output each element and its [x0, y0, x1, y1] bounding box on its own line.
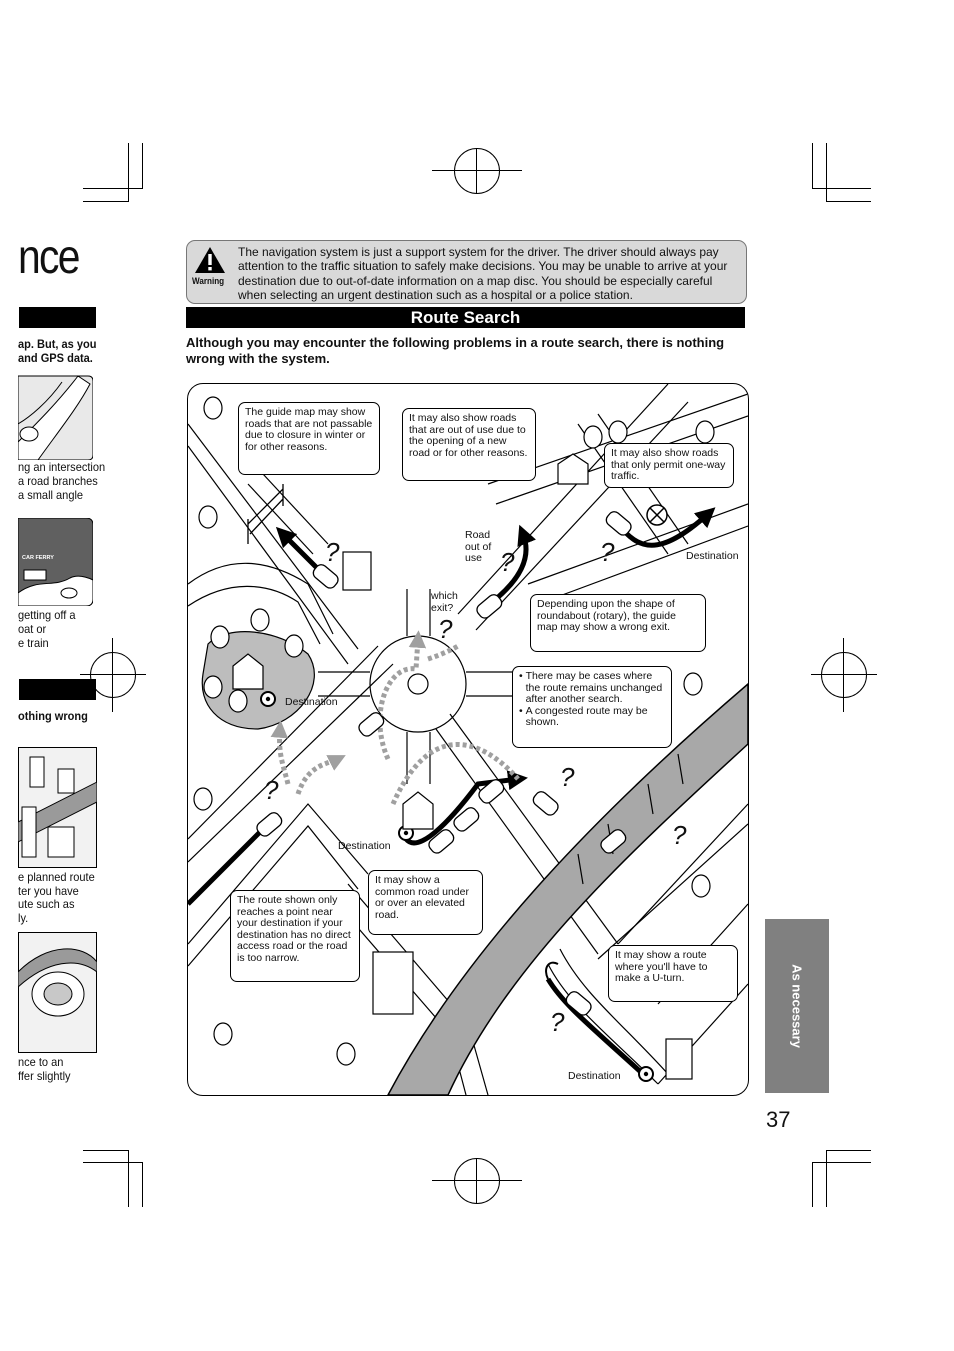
crop-mark [812, 1162, 871, 1163]
road-out-of-use-label: Road out of use [465, 529, 492, 564]
question-mark: ? [500, 547, 515, 577]
question-mark: ? [438, 614, 453, 644]
crop-mark [142, 143, 143, 189]
side-tab[interactable]: As necessary [765, 919, 829, 1093]
bubble-cases: • There may be cases where the route rem… [512, 666, 672, 748]
destination-label: Destination [338, 840, 391, 852]
crop-mark [826, 201, 871, 202]
crop-mark [128, 143, 129, 201]
question-mark: ? [672, 820, 687, 850]
bubble-one-way: It may also show roads that only permit … [604, 443, 734, 488]
question-mark: ? [600, 537, 615, 567]
question-mark: ? [325, 537, 340, 567]
section-bar-fragment [19, 307, 96, 328]
crop-mark [83, 188, 142, 189]
bubble-out-of-use: It may also show roads that are out of u… [402, 408, 536, 481]
map-drawing [188, 384, 748, 1095]
bubble-roundabout: Depending upon the shape of roundabout (… [530, 594, 706, 652]
side-tab-label: As necessary [789, 964, 805, 1048]
bullet: • [519, 670, 526, 682]
ferry-label: CAR FERRY [22, 555, 54, 561]
crop-mark [812, 1162, 813, 1207]
bullet: • [519, 704, 526, 717]
route-search-illustration: The guide map may show roads that are no… [187, 383, 749, 1096]
destination-label: Destination [285, 696, 338, 708]
warning-box [186, 240, 747, 304]
page-number: 37 [766, 1107, 791, 1132]
crop-mark [142, 1162, 143, 1207]
bubble-cases-item: A congested route may be shown. [525, 704, 648, 729]
section-bar-fragment [19, 679, 96, 700]
bubble-elevated: It may show a common road under or over … [368, 870, 483, 935]
illustration-city-blocks [17, 747, 98, 868]
question-mark: ? [560, 762, 575, 792]
destination-label: Destination [568, 1070, 621, 1082]
chapter-title-fragment: nce [18, 231, 80, 284]
crop-mark [812, 188, 871, 189]
bubble-closure: The guide map may show roads that are no… [238, 402, 380, 475]
bubble-cases-item: There may be cases where the route remai… [525, 670, 663, 706]
which-exit-label: which exit? [431, 590, 458, 614]
warning-icon [194, 246, 226, 279]
crop-mark [83, 201, 129, 202]
warning-text: The navigation system is just a support … [238, 245, 728, 302]
left-snippet: othing wrong [18, 709, 88, 723]
illustration-road-branch [17, 372, 94, 461]
crop-mark [812, 143, 813, 189]
crop-mark [826, 143, 827, 201]
illustration-roundabout [17, 932, 98, 1053]
crop-mark [826, 1150, 871, 1151]
crop-mark [83, 1150, 129, 1151]
crop-mark [128, 1150, 129, 1207]
question-mark: ? [264, 775, 279, 805]
warning-label: Warning [192, 276, 225, 286]
registration-mark [432, 1158, 522, 1204]
registration-mark [432, 148, 522, 194]
crop-mark [826, 1150, 827, 1207]
registration-mark [811, 638, 877, 712]
registration-mark [80, 638, 146, 712]
intro-text: Although you may encounter the following… [186, 335, 725, 366]
crop-mark [83, 1162, 142, 1163]
bubble-uturn: It may show a route where you'll have to… [608, 945, 738, 1002]
section-title: Route Search [186, 307, 745, 328]
bubble-only-reaches: The route shown only reaches a point nea… [230, 890, 360, 982]
question-mark: ? [550, 1007, 565, 1037]
illustration-car-ferry: CAR FERRY [17, 517, 94, 607]
destination-label: Destination [686, 550, 739, 562]
